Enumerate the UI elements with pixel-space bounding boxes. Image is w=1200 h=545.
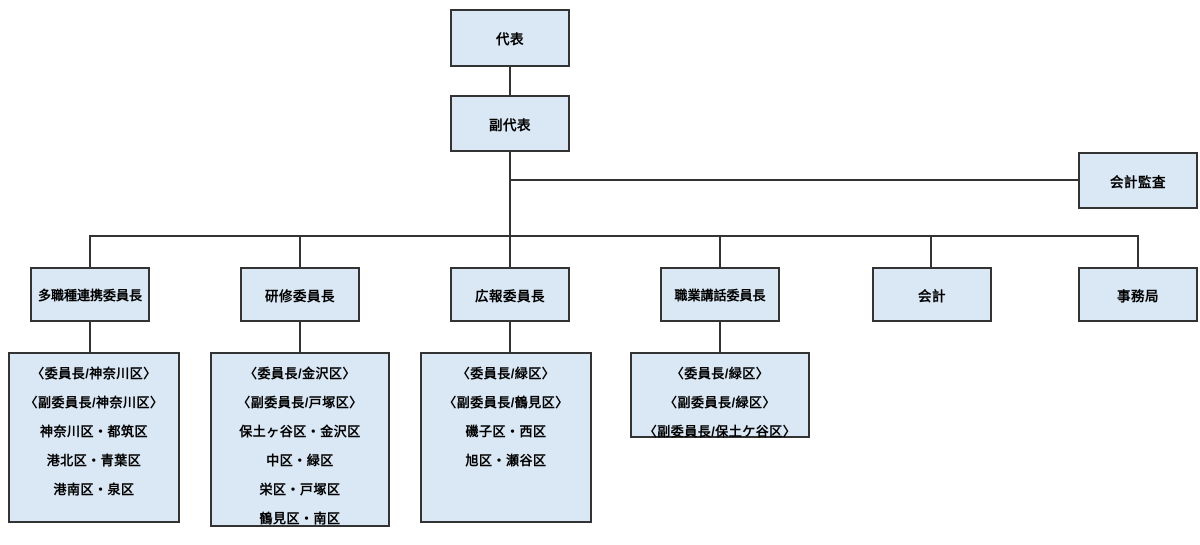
committee-label: 会計 — [918, 288, 946, 304]
committee-label: 広報委員長 — [475, 288, 545, 304]
connector-committee1-to-detail — [89, 322, 91, 352]
committee-label: 研修委員長 — [265, 288, 335, 304]
connector-to-accounting-audit — [510, 179, 1078, 181]
connector-stub-committee-4 — [719, 235, 721, 267]
connector-committee2-to-detail — [299, 322, 301, 352]
node-secretariat: 事務局 — [1078, 267, 1198, 322]
node-representative-label: 代表 — [496, 32, 524, 47]
node-accounting-audit-label: 会計監査 — [1110, 174, 1166, 190]
detail-line: 港南区・泉区 — [53, 482, 135, 497]
detail-line: 〈委員長/緑区〉 — [670, 366, 770, 381]
node-accounting-audit: 会計監査 — [1078, 152, 1198, 209]
detail-line: 旭区・瀬谷区 — [465, 453, 547, 468]
detail-line: 〈副委員長/戸塚区〉 — [237, 395, 363, 410]
connector-stub-committee-6 — [1137, 235, 1139, 267]
detail-line: 鶴見区・南区 — [259, 511, 341, 526]
node-accounting: 会計 — [872, 267, 992, 322]
detail-box-career-talk: 〈委員長/緑区〉 〈副委員長/緑区〉 〈副委員長/保土ケ谷区〉 — [630, 352, 810, 439]
detail-line: 保土ヶ谷区・金沢区 — [239, 424, 361, 439]
detail-line: 磯子区・西区 — [465, 424, 547, 439]
connector-stub-committee-5 — [930, 235, 932, 267]
detail-line: 〈副委員長/神奈川区〉 — [24, 395, 164, 410]
connector-stub-committee-1 — [89, 235, 91, 267]
connector-committee3-to-detail — [509, 322, 511, 352]
node-committee-training: 研修委員長 — [240, 267, 360, 322]
detail-box-multidisciplinary: 〈委員長/神奈川区〉 〈副委員長/神奈川区〉 神奈川区・都筑区 港北区・青葉区 … — [8, 352, 180, 523]
connector-vice-trunk — [509, 152, 511, 267]
detail-line: 中区・緑区 — [266, 453, 334, 468]
connector-stub-committee-2 — [299, 235, 301, 267]
detail-line: 〈委員長/金沢区〉 — [243, 366, 357, 381]
detail-line: 〈委員長/緑区〉 — [456, 366, 556, 381]
connector-committee-bus — [89, 235, 1139, 237]
node-committee-multidisciplinary: 多職種連携委員長 — [30, 267, 150, 322]
detail-line: 〈副委員長/保土ケ谷区〉 — [643, 424, 797, 439]
detail-box-training: 〈委員長/金沢区〉 〈副委員長/戸塚区〉 保土ヶ谷区・金沢区 中区・緑区 栄区・… — [210, 352, 390, 527]
node-representative: 代表 — [450, 9, 570, 67]
detail-box-pr: 〈委員長/緑区〉 〈副委員長/鶴見区〉 磯子区・西区 旭区・瀬谷区 — [420, 352, 592, 523]
node-committee-career-talk: 職業講話委員長 — [660, 267, 780, 322]
detail-line: 港北区・青葉区 — [46, 453, 142, 468]
connector-committee4-to-detail — [719, 322, 721, 352]
committee-label: 事務局 — [1117, 288, 1159, 304]
detail-line: 〈委員長/神奈川区〉 — [31, 366, 157, 381]
committee-label: 多職種連携委員長 — [37, 288, 142, 303]
committee-label: 職業講話委員長 — [674, 288, 766, 303]
detail-line: 栄区・戸塚区 — [259, 482, 341, 497]
node-vice-representative-label: 副代表 — [489, 117, 531, 133]
detail-line: 神奈川区・都筑区 — [39, 424, 148, 439]
detail-line: 〈副委員長/鶴見区〉 — [443, 395, 569, 410]
node-committee-pr: 広報委員長 — [450, 267, 570, 322]
node-vice-representative: 副代表 — [450, 95, 570, 152]
detail-line: 〈副委員長/緑区〉 — [663, 395, 777, 410]
connector-representative-to-vice — [509, 67, 511, 96]
